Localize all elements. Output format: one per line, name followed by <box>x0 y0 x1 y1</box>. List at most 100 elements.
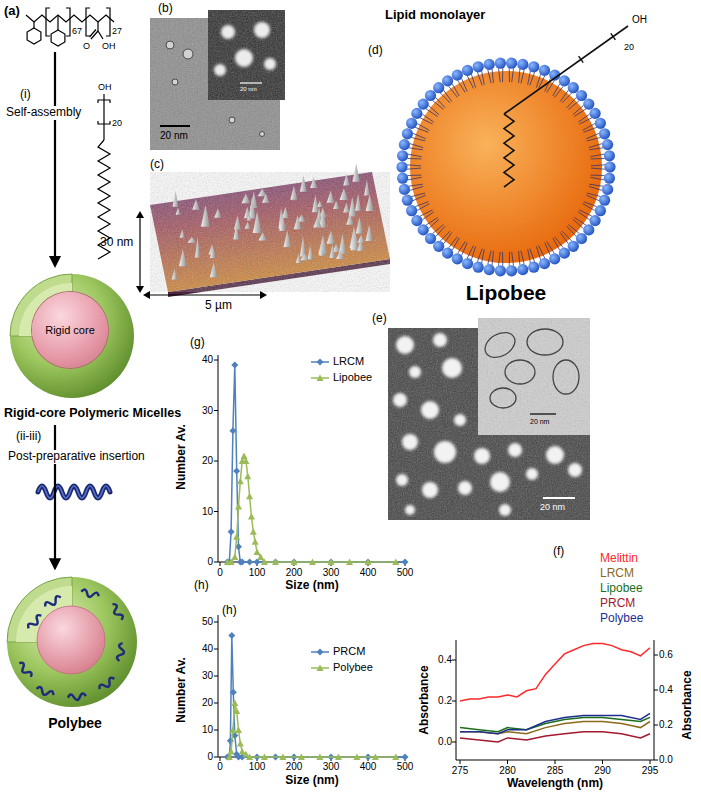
figure-part <box>599 128 610 139</box>
figure-part <box>399 184 410 195</box>
figure-part <box>7 577 137 707</box>
figure-part <box>51 30 65 46</box>
figure-part <box>37 606 105 674</box>
figure-part <box>415 127 428 132</box>
data-marker <box>241 452 248 459</box>
label-text: 200 <box>286 761 303 773</box>
figure-part <box>422 114 434 122</box>
data-marker <box>228 748 235 755</box>
label-text: (ii-iii) <box>14 430 43 444</box>
figure-part <box>573 219 584 228</box>
figure-part <box>407 175 421 176</box>
figure-part <box>444 90 452 101</box>
label-text: (h) <box>222 604 237 618</box>
label-text: (g) <box>190 336 205 350</box>
figure-part <box>411 108 422 119</box>
afm-spike <box>333 200 339 208</box>
data-marker <box>402 559 409 566</box>
figure-part <box>208 10 285 100</box>
figure-part <box>530 249 535 262</box>
label-text: OH <box>632 14 647 26</box>
figure-part <box>452 84 459 96</box>
label-text: 40 <box>202 643 213 655</box>
node-text: Rigid core <box>32 324 108 337</box>
label-text: 0 <box>217 567 223 579</box>
figure-part <box>417 124 429 131</box>
data-line <box>227 636 405 758</box>
label-text: 10 <box>202 724 213 736</box>
assembly-arrow <box>49 52 61 268</box>
figure-part <box>172 164 374 280</box>
legend-swatch: Melittin <box>600 548 638 566</box>
figure-part <box>579 210 592 216</box>
label-text: 30 <box>202 670 213 682</box>
label-text: 50 <box>202 616 213 628</box>
legend-text: Polybee <box>333 661 373 674</box>
figure-part <box>478 318 590 435</box>
figure-part <box>517 59 528 70</box>
afm-spike <box>366 194 374 211</box>
data-marker <box>239 559 246 566</box>
figure-part <box>509 68 510 82</box>
figure-part <box>433 101 444 110</box>
figure-part <box>560 233 568 244</box>
figure-part <box>576 233 587 244</box>
figure-part <box>569 225 580 234</box>
node-text: Rigid-core Polymeric Micelles <box>4 406 200 420</box>
label-text: 0.6 <box>659 649 673 661</box>
figure-part <box>422 482 438 498</box>
figure-part <box>458 81 466 93</box>
afm-spike <box>366 224 373 241</box>
figure-part <box>410 186 423 190</box>
label-text: 500 <box>397 761 414 773</box>
figure-part <box>481 327 520 362</box>
afm-spike <box>343 174 349 186</box>
figure-part <box>454 414 466 426</box>
figure-part <box>555 237 564 248</box>
figure-part <box>425 233 436 244</box>
figure-part <box>449 237 458 248</box>
afm-spike <box>279 213 285 231</box>
polybee-node: Polybee <box>5 572 145 737</box>
data-marker <box>402 754 409 761</box>
figure-part <box>539 258 550 269</box>
figure-part <box>528 262 539 273</box>
figure-part <box>407 168 421 169</box>
label-text: O <box>83 41 90 51</box>
figure-part <box>590 154 604 157</box>
label-text: 40 <box>202 354 213 366</box>
data-marker <box>279 754 286 761</box>
label-text: Size (nm) <box>285 579 338 593</box>
figure-part <box>576 90 587 101</box>
figure-part <box>413 133 426 139</box>
figure-part <box>148 294 262 295</box>
figure-part <box>420 210 433 216</box>
figure-part <box>136 211 144 218</box>
figure-part <box>502 252 503 266</box>
figure-part <box>418 99 429 110</box>
data-marker <box>392 559 399 566</box>
figure-part <box>586 195 599 201</box>
label-text: Number Av. <box>175 657 189 723</box>
afm-spike <box>188 237 197 243</box>
label-text: (a) <box>4 4 20 19</box>
figure-part <box>38 486 110 498</box>
figure-part <box>527 329 563 355</box>
core-node: Rigid core <box>32 292 108 368</box>
figure-part <box>27 614 44 631</box>
figure-part <box>504 114 514 187</box>
figure-part <box>462 243 468 256</box>
figure-part <box>436 226 446 236</box>
figure-part <box>604 161 615 172</box>
figure-part <box>569 101 580 110</box>
afm-spike <box>340 188 349 200</box>
data-marker <box>372 754 379 761</box>
label-text: 290 <box>594 765 611 777</box>
figure-part <box>143 291 150 299</box>
figure-part <box>553 238 560 250</box>
figure-part <box>519 251 520 265</box>
label-text: 400 <box>360 761 377 773</box>
data-line <box>227 456 395 562</box>
afm-spike <box>356 217 363 233</box>
figure-part <box>478 318 590 435</box>
